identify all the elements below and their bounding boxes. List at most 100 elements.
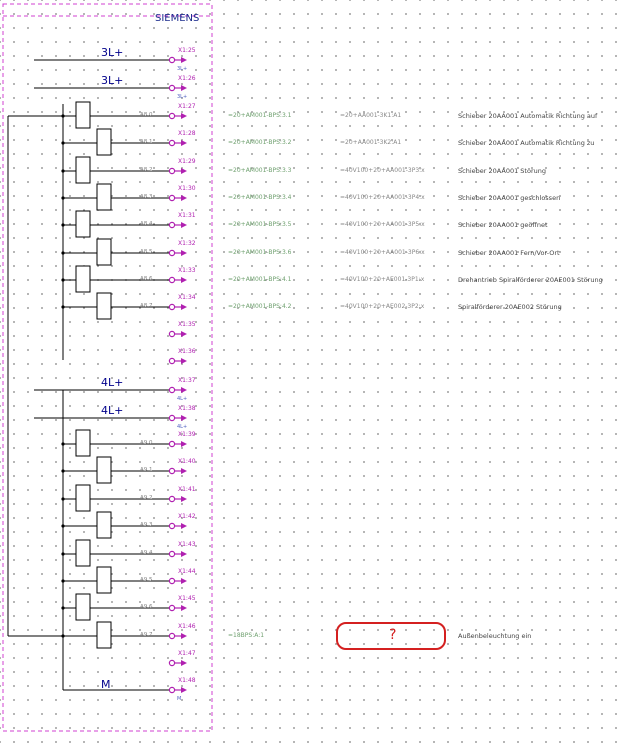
out-a8-7-terminal-circle (168, 303, 176, 311)
relay-coil-a8-0 (75, 101, 91, 129)
rail-label-m: M (101, 678, 111, 691)
out-a8-3-terminal-arrow-icon (181, 195, 187, 201)
target-ref-a8-4: =40V100+20+AA001-3P5:x (340, 221, 425, 228)
cross-ref-a8-2: =20+AM001-BPS:3.3 (228, 167, 292, 174)
address-label-a8-6: A8.6 (140, 276, 153, 282)
out-a8-5-terminal-circle (168, 249, 176, 257)
x1-48-terminal-arrow-icon (181, 687, 187, 693)
out-a9-3-terminal-arrow-icon (181, 523, 187, 529)
address-label-a9-4: A9.4 (140, 550, 153, 556)
target-ref-a8-6: =40V100+20+AE001-3P1:x (340, 276, 425, 283)
out-a9-7-terminal-arrow-icon (181, 633, 187, 639)
out-a8-3-terminal-circle (168, 194, 176, 202)
terminal-label-a9-4: X1:43 (178, 541, 196, 548)
rail-label-3l-plus-2: 3L+ (101, 74, 124, 87)
rail-label-4l-plus-1: 4L+ (101, 376, 124, 389)
question-callout (336, 622, 446, 650)
signal-desc-a8-1: Schieber 20AA001 Automatik Richtung zu (458, 139, 595, 147)
relay-coil-a8-4 (75, 210, 91, 238)
address-label-a9-1: A9.1 (140, 467, 153, 473)
terminal-label-a8-7: X1:34 (178, 294, 196, 301)
relay-coil-a9-0 (75, 429, 91, 457)
cross-ref-a8-6: =20+AM001-BPS:4.1 (228, 276, 292, 283)
out-a8-0-terminal-arrow-icon (181, 113, 187, 119)
relay-coil-a8-5 (96, 238, 112, 266)
address-label-a8-5: A8.5 (140, 249, 153, 255)
target-ref-a8-7: =40V100+20+AE002-3P2:x (340, 303, 425, 310)
signal-desc-a8-3: Schieber 20AA001 geschlossen (458, 194, 561, 202)
spare-1-terminal-arrow-icon (181, 358, 187, 364)
relay-coil-a8-3 (96, 183, 112, 211)
cross-ref-a8-7: =20+AM001-BPS:4.2 (228, 303, 292, 310)
relay-coil-a9-4 (75, 539, 91, 567)
relay-coil-a9-7 (96, 621, 112, 649)
out-a8-4-terminal-circle (168, 221, 176, 229)
feed-x1-26-terminal-circle (168, 84, 176, 92)
channel-tag-m: M (177, 696, 182, 702)
channel-tag-3l-1: 3L+ (177, 66, 188, 72)
out-a9-7-terminal-circle (168, 632, 176, 640)
terminal-label-a8-5: X1:32 (178, 240, 196, 247)
out-a8-5-terminal-arrow-icon (181, 250, 187, 256)
feed-x1-38-terminal-arrow-icon (181, 415, 187, 421)
out-a9-4-terminal-circle (168, 550, 176, 558)
out-a9-1-terminal-circle (168, 467, 176, 475)
terminal-label-x1-48: X1:48 (178, 677, 196, 684)
target-ref-a8-1: =20+AA001-3K2:A1 (340, 139, 402, 146)
relay-coil-a8-6 (75, 265, 91, 293)
out-a9-3-terminal-circle (168, 522, 176, 530)
channel-tag-3l-2: 3L+ (177, 94, 188, 100)
out-a8-1-terminal-arrow-icon (181, 140, 187, 146)
relay-coil-a8-1 (96, 128, 112, 156)
cross-ref-a8-5: =20+AM001-BPS:3.6 (228, 249, 292, 256)
signal-desc-a8-4: Schieber 20AA001 geöffnet (458, 221, 548, 229)
signal-desc-a8-7: Spiralförderer 20AE002 Störung (458, 303, 562, 311)
terminal-label-a9-2: X1:41 (178, 486, 196, 493)
terminal-label-a9-0: X1:39 (178, 431, 196, 438)
rail-label-3l-plus-1: 3L+ (101, 46, 124, 59)
out-a8-2-terminal-arrow-icon (181, 168, 187, 174)
relay-coil-a9-2 (75, 484, 91, 512)
out-a8-6-terminal-circle (168, 276, 176, 284)
terminal-label-a8-4: X1:31 (178, 212, 196, 219)
terminal-label-a8-3: X1:30 (178, 185, 196, 192)
terminal-label-x1-37: X1:37 (178, 377, 196, 384)
terminal-label-a8-1: X1:28 (178, 130, 196, 137)
relay-coil-a8-7 (96, 292, 112, 320)
terminal-label-spare-0: X1:35 (178, 321, 196, 328)
cross-ref-a8-3: =20+AM001-BPS:3.4 (228, 194, 292, 201)
plc-module-frame (2, 3, 213, 732)
out-a9-6-terminal-circle (168, 604, 176, 612)
terminal-label-a9-1: X1:40 (178, 458, 196, 465)
address-label-a8-7: A8.7 (140, 303, 153, 309)
out-a9-5-terminal-arrow-icon (181, 578, 187, 584)
target-ref-a8-3: =40V100+20+AA001-3P4:x (340, 194, 425, 201)
address-label-a9-6: A9.6 (140, 604, 153, 610)
address-label-a8-1: A8.1 (140, 139, 153, 145)
relay-coil-a8-2 (75, 156, 91, 184)
address-label-a9-0: A9.0 (140, 440, 153, 446)
terminal-label-spare-1: X1:36 (178, 348, 196, 355)
x1-48-terminal-circle (168, 686, 176, 694)
terminal-label-x1-38: X1:38 (178, 405, 196, 412)
feed-x1-37-terminal-arrow-icon (181, 387, 187, 393)
cross-ref-a8-1: =20+AM001-BPS:3.2 (228, 139, 292, 146)
cross-ref-a8-0: =20+AM001-BPS:3.1 (228, 112, 292, 119)
out-a9-1-terminal-arrow-icon (181, 468, 187, 474)
relay-coil-a9-5 (96, 566, 112, 594)
x1-47-terminal-circle (168, 659, 176, 667)
target-ref-a8-0: =20+AA001-3K1:A1 (340, 112, 402, 119)
relay-coil-a9-3 (96, 511, 112, 539)
out-a9-2-terminal-circle (168, 495, 176, 503)
address-label-a9-5: A9.5 (140, 577, 153, 583)
spare-1-terminal-circle (168, 357, 176, 365)
terminal-label-x1-47: X1:47 (178, 650, 196, 657)
out-a8-4-terminal-arrow-icon (181, 222, 187, 228)
address-label-a8-0: A8.0 (140, 112, 153, 118)
spare-0-terminal-arrow-icon (181, 331, 187, 337)
out-a8-0-terminal-circle (168, 112, 176, 120)
address-label-a8-4: A8.4 (140, 221, 153, 227)
terminal-label-a8-0: X1:27 (178, 103, 196, 110)
